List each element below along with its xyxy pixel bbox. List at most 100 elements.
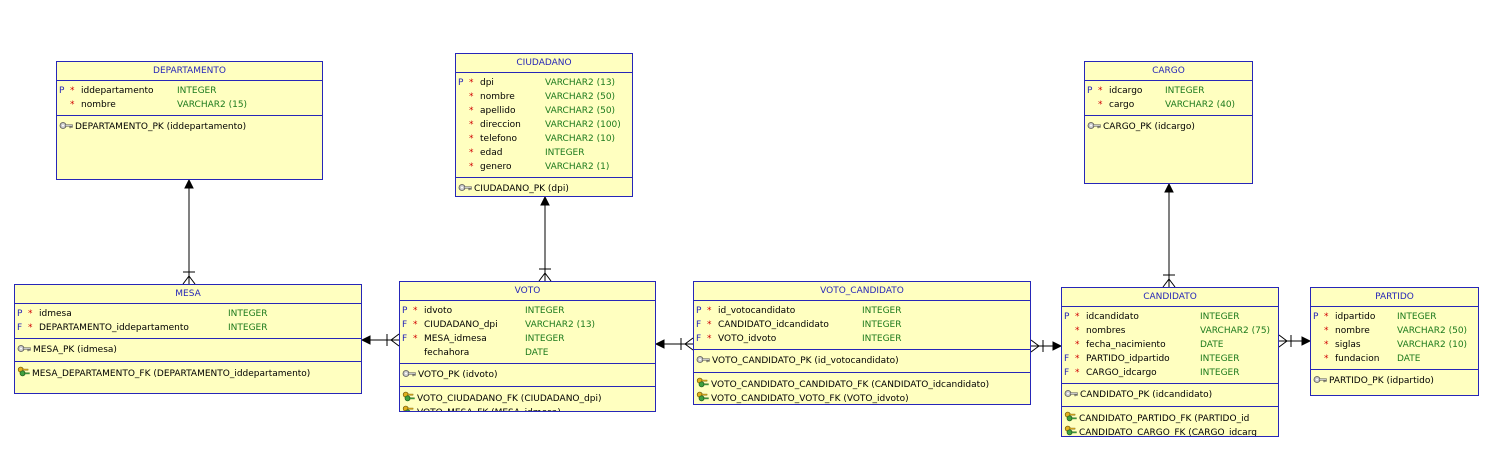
column-type: DATE bbox=[1200, 340, 1224, 350]
column-type: VARCHAR2 (50) bbox=[545, 106, 616, 116]
column-name: idcargo bbox=[1109, 86, 1143, 96]
pk-constraint[interactable]: PARTIDO_PK (idpartido) bbox=[1311, 374, 1478, 388]
key-icon bbox=[402, 370, 418, 380]
fk-constraint[interactable]: MESA_DEPARTAMENTO_FK (DEPARTAMENTO_iddep… bbox=[15, 366, 361, 380]
key-marker: P bbox=[1087, 86, 1093, 96]
column-type: INTEGER bbox=[177, 86, 217, 96]
column-type: INTEGER bbox=[228, 309, 268, 319]
fk-section: VOTO_CIUDADANO_FK (CIUDADANO_dpi)VOTO_ME… bbox=[400, 387, 655, 411]
mandatory-marker: * bbox=[1098, 100, 1103, 110]
pk-section: CIUDADANO_PK (dpi) bbox=[456, 178, 632, 196]
fk-constraint[interactable]: VOTO_CANDIDATO_VOTO_FK (VOTO_idvoto) bbox=[694, 391, 1030, 404]
fk-constraint[interactable]: VOTO_MESA_FK (MESA_idmesa) bbox=[400, 405, 655, 411]
fk-constraint[interactable]: CANDIDATO_CARGO_FK (CARGO_idcarg bbox=[1062, 425, 1278, 436]
pk-constraint[interactable]: VOTO_CANDIDATO_PK (id_votocandidato) bbox=[694, 354, 1030, 368]
column-type: VARCHAR2 (50) bbox=[1397, 326, 1468, 336]
mandatory-marker: * bbox=[70, 86, 75, 96]
key-marker: P bbox=[1064, 312, 1070, 322]
pk-section: MESA_PK (idmesa) bbox=[15, 339, 361, 362]
pk-constraint[interactable]: CARGO_PK (idcargo) bbox=[1085, 120, 1252, 134]
fk-constraint[interactable]: CANDIDATO_PARTIDO_FK (PARTIDO_id bbox=[1062, 411, 1278, 425]
column-name: genero bbox=[480, 162, 512, 172]
rel-mesa-departamento bbox=[182, 178, 196, 285]
column-name: MESA_idmesa bbox=[424, 334, 487, 344]
pk-constraint[interactable]: CIUDADANO_PK (dpi) bbox=[456, 182, 632, 196]
pk-constraint-label: CARGO_PK (idcargo) bbox=[1103, 122, 1195, 132]
fk-constraint[interactable]: VOTO_CIUDADANO_FK (CIUDADANO_dpi) bbox=[400, 391, 655, 405]
mandatory-marker: * bbox=[707, 334, 712, 344]
column-type: VARCHAR2 (15) bbox=[177, 100, 248, 110]
mandatory-marker: * bbox=[469, 162, 474, 172]
key-icon bbox=[696, 356, 712, 366]
key-marker: P bbox=[1313, 312, 1319, 322]
pk-constraint[interactable]: MESA_PK (idmesa) bbox=[15, 343, 361, 357]
pk-constraint[interactable]: DEPARTAMENTO_PK (iddepartamento) bbox=[57, 120, 322, 134]
fk-constraint[interactable]: VOTO_CANDIDATO_CANDIDATO_FK (CANDIDATO_i… bbox=[694, 377, 1030, 391]
pk-constraint[interactable]: CANDIDATO_PK (idcandidato) bbox=[1062, 388, 1278, 402]
rel-candidato-cargo bbox=[1162, 182, 1176, 288]
pk-section: CARGO_PK (idcargo) bbox=[1085, 116, 1252, 138]
mandatory-marker: * bbox=[469, 134, 474, 144]
column-name: fundacion bbox=[1335, 354, 1380, 364]
column-type: INTEGER bbox=[862, 320, 902, 330]
column-name: apellido bbox=[480, 106, 516, 116]
fk-constraint-label: VOTO_CANDIDATO_CANDIDATO_FK (CANDIDATO_i… bbox=[711, 380, 990, 390]
column-name: siglas bbox=[1335, 340, 1361, 350]
mandatory-marker: * bbox=[413, 306, 418, 316]
column-name: edad bbox=[480, 148, 503, 158]
column-type: VARCHAR2 (13) bbox=[525, 320, 596, 330]
column-type: INTEGER bbox=[1200, 312, 1240, 322]
pk-constraint-label: CIUDADANO_PK (dpi) bbox=[474, 184, 569, 194]
key-icon bbox=[1087, 122, 1103, 132]
key-marker: F bbox=[17, 323, 23, 333]
pk-section: CANDIDATO_PK (idcandidato) bbox=[1062, 384, 1278, 407]
mandatory-marker: * bbox=[707, 306, 712, 316]
fk-section: MESA_DEPARTAMENTO_FK (DEPARTAMENTO_iddep… bbox=[15, 362, 361, 384]
key-marker: P bbox=[458, 78, 464, 88]
pk-constraint[interactable]: VOTO_PK (idvoto) bbox=[400, 368, 655, 382]
pk-section: PARTIDO_PK (idpartido) bbox=[1311, 370, 1478, 392]
column-type: DATE bbox=[525, 348, 549, 358]
